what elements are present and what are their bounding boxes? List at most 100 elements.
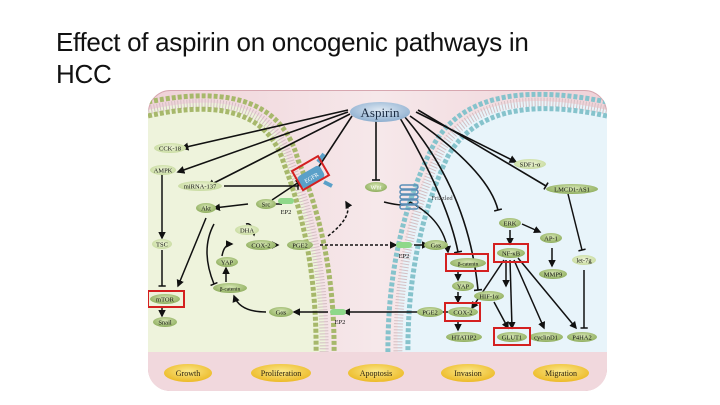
node-bcatenin-right: β-catenin — [450, 258, 486, 268]
slide-title: Effect of aspirin on oncogenic pathways … — [56, 26, 656, 90]
highlight-nfkb — [493, 243, 529, 263]
svg-text:β-catenin: β-catenin — [220, 287, 241, 293]
egfr-receptor — [297, 152, 333, 189]
svg-text:Src: Src — [262, 202, 271, 209]
svg-text:NF-κB: NF-κB — [502, 251, 521, 258]
outcome-apoptosis: Apoptosis — [348, 364, 404, 382]
node-sdf1a: SDF1-α — [514, 159, 546, 169]
highlight-boxes — [147, 154, 531, 346]
svg-text:let-7g: let-7g — [576, 258, 592, 265]
svg-text:AP-1: AP-1 — [544, 236, 558, 243]
node-lmcd1as1: LMCD1-AS1 — [546, 184, 598, 194]
svg-text:AMPK: AMPK — [154, 168, 173, 175]
svg-text:Migration: Migration — [545, 369, 577, 378]
svg-text:MMP9: MMP9 — [544, 272, 562, 279]
node-tsc: TSC — [152, 239, 172, 249]
svg-text:β-catenin: β-catenin — [458, 262, 479, 268]
left-cell-nodes: CCK-18 AMPK miRNA-137 EGFR Akt Src EP2 T… — [150, 143, 345, 327]
svg-text:Invasion: Invasion — [454, 369, 482, 378]
node-yap-right: YAP — [452, 281, 474, 291]
node-snail: Snail — [153, 317, 177, 327]
node-let7g: let-7g — [572, 255, 596, 265]
aspirin-label: Aspirin — [361, 105, 401, 120]
node-akt: Akt — [196, 203, 216, 213]
svg-text:ERK: ERK — [504, 221, 517, 228]
node-ep2-top: EP2 — [281, 209, 292, 216]
node-p4ha2: P4HA2 — [567, 332, 597, 342]
svg-text:Wnt: Wnt — [370, 185, 381, 192]
pathway-diagram: Aspirin CCK-18 AMPK miRNA-137 EGFR Akt S… — [147, 90, 607, 391]
svg-text:SDF1-α: SDF1-α — [520, 162, 541, 169]
slide-title-line-1: Effect of aspirin on oncogenic pathways … — [56, 27, 529, 57]
outcome-proliferation: Proliferation — [251, 364, 311, 382]
right-cell-membrane — [385, 91, 607, 361]
svg-text:HIF-1α: HIF-1α — [479, 294, 499, 301]
svg-text:EP2: EP2 — [281, 209, 292, 216]
svg-text:Frizzled: Frizzled — [431, 195, 453, 202]
node-gas-right: Gαs — [424, 240, 448, 250]
svg-text:mTOR: mTOR — [156, 297, 175, 304]
highlight-glut1 — [493, 327, 531, 346]
svg-text:Gαs: Gαs — [276, 310, 287, 317]
left-cell-membrane — [148, 93, 337, 361]
node-wnt: Wnt — [365, 182, 387, 192]
svg-text:Snail: Snail — [158, 320, 172, 327]
right-cell-body — [397, 101, 607, 360]
node-cyclind1: cyclinD1 — [529, 332, 563, 342]
svg-text:YAP: YAP — [457, 284, 470, 291]
svg-text:DHA: DHA — [240, 228, 254, 235]
node-src: Src — [256, 199, 276, 209]
svg-text:Akt: Akt — [201, 206, 211, 213]
svg-text:GLUT1: GLUT1 — [502, 335, 523, 342]
node-mmp9: MMP9 — [539, 269, 567, 279]
node-dha: DHA — [235, 225, 259, 235]
node-bcatenin-left: β-catenin — [213, 283, 247, 293]
svg-text:cyclinD1: cyclinD1 — [534, 335, 558, 342]
node-cck18: CCK-18 — [154, 143, 186, 153]
highlight-mtor — [147, 290, 185, 308]
node-cox2-right: COX-2 — [448, 307, 478, 317]
outcome-migration: Migration — [533, 364, 589, 382]
outcome-list: Growth Proliferation Apoptosis Invasion … — [164, 364, 589, 382]
svg-text:HTATIP2: HTATIP2 — [451, 335, 476, 342]
node-glut1: GLUT1 — [497, 332, 527, 342]
svg-text:COX-2: COX-2 — [251, 243, 270, 250]
outcome-invasion: Invasion — [441, 364, 495, 382]
right-cell-nodes: Wnt Frizzled EP2 Gαs β-catenin YAP COX-2… — [365, 159, 598, 342]
svg-text:CCK-18: CCK-18 — [159, 146, 181, 153]
node-htatip2: HTATIP2 — [446, 332, 482, 342]
highlight-bcatenin — [445, 253, 489, 272]
node-erk: ERK — [499, 218, 521, 228]
node-nfkb: NF-κB — [497, 248, 525, 258]
node-mirna137: miRNA-137 — [178, 181, 222, 191]
svg-text:TSC: TSC — [156, 242, 168, 249]
svg-text:PGE2: PGE2 — [422, 310, 438, 317]
aspirin-node: Aspirin — [350, 102, 410, 122]
svg-text:LMCD1-AS1: LMCD1-AS1 — [554, 187, 590, 194]
ep2-receptors — [278, 198, 412, 315]
svg-text:YAP: YAP — [221, 260, 234, 267]
node-ep2-right: EP2 — [399, 253, 410, 260]
svg-text:PGE2: PGE2 — [292, 243, 308, 250]
svg-text:Growth: Growth — [176, 369, 200, 378]
node-yap-left: YAP — [216, 257, 238, 267]
aspirin-arrows — [176, 109, 549, 292]
node-gas-left: Gαs — [269, 307, 293, 317]
svg-text:Gαs: Gαs — [431, 243, 442, 250]
highlight-egfr — [290, 154, 331, 192]
svg-text:EP2: EP2 — [335, 319, 346, 326]
node-ep2-bottom: EP2 — [335, 319, 346, 326]
node-mtor: mTOR — [150, 294, 180, 304]
slide-title-line-2: HCC — [56, 59, 112, 89]
node-pge2-right: PGE2 — [417, 307, 443, 317]
node-ampk: AMPK — [150, 165, 176, 175]
outcome-growth: Growth — [164, 364, 212, 382]
frizzled-receptor — [399, 184, 419, 210]
svg-text:EP2: EP2 — [399, 253, 410, 260]
node-ap1: AP-1 — [540, 233, 562, 243]
svg-text:miRNA-137: miRNA-137 — [184, 184, 217, 191]
node-cox2-left: COX-2 — [246, 240, 276, 250]
node-pge2-left: PGE2 — [287, 240, 313, 250]
highlight-cox2 — [444, 302, 481, 322]
node-hif1a: HIF-1α — [474, 291, 504, 301]
